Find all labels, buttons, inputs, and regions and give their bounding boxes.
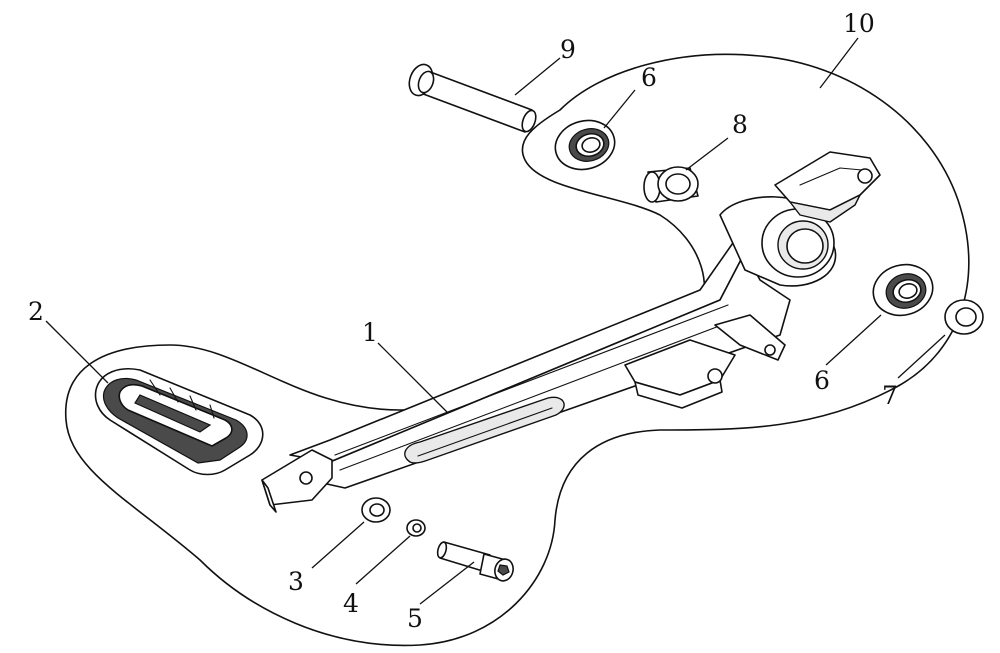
leader-7: [897, 334, 946, 379]
callout-2: 2: [28, 297, 44, 326]
washer: [361, 497, 391, 523]
bearing-upper: [554, 119, 616, 171]
leader-6a: [603, 89, 636, 129]
leader-9: [514, 57, 561, 96]
leader-8: [685, 137, 729, 171]
lock-washer: [406, 519, 426, 537]
callout-10: 10: [843, 9, 875, 38]
callout-4: 4: [343, 589, 359, 618]
bushing: [643, 166, 699, 203]
callout-1: 1: [362, 318, 378, 347]
leader-10: [819, 37, 859, 89]
spacer-washer: [944, 299, 984, 335]
leader-6b: [825, 314, 882, 366]
callout-3: 3: [288, 567, 304, 596]
assembly-boundary-outline: [65, 53, 970, 647]
callout-5: 5: [407, 604, 423, 633]
callout-6-upper: 6: [641, 63, 657, 92]
callout-6-lower: 6: [814, 366, 830, 395]
callout-8: 8: [732, 110, 748, 139]
leader-5: [419, 561, 475, 605]
pivot-pin: [408, 63, 537, 133]
foot-pad: [94, 368, 264, 476]
leader-lines: [45, 37, 946, 605]
leader-4: [355, 535, 411, 585]
callout-7: 7: [882, 381, 898, 410]
bolt: [436, 541, 514, 582]
brake-pedal-arm: [261, 151, 881, 513]
callout-9: 9: [560, 35, 576, 64]
leader-1: [377, 342, 448, 413]
bearing-lower: [872, 263, 934, 317]
leader-2: [45, 320, 109, 384]
leader-3: [311, 521, 365, 569]
